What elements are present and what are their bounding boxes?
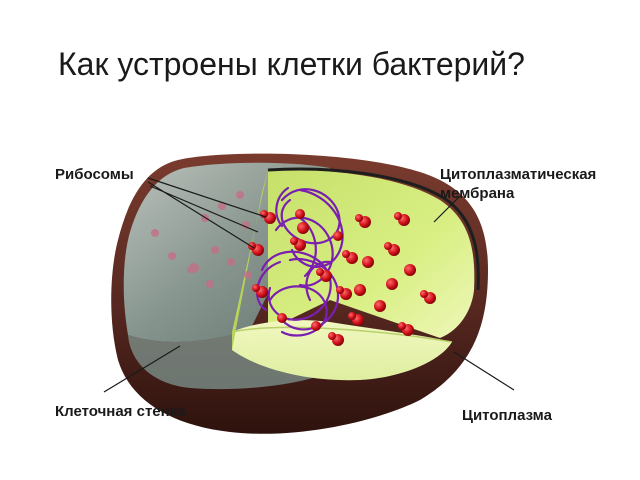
- label-membrane-line1: Цитоплазматическая: [440, 166, 597, 183]
- label-membrane-line2: мембрана: [440, 185, 515, 202]
- label-ribosomes: Рибосомы: [55, 166, 134, 183]
- label-membrane: Цитоплазматическая мембрана: [440, 165, 596, 203]
- capsule-glass-front: [128, 330, 330, 390]
- label-cell-wall: Клеточная стенка: [55, 403, 186, 420]
- leader-lines: [103, 177, 515, 393]
- membrane-edge: [267, 167, 480, 291]
- leader-membrane: [433, 195, 461, 223]
- ribosomes-group: [248, 209, 436, 346]
- leader-ribosomes-3: [149, 185, 259, 233]
- label-cytoplasm: Цитоплазма: [462, 407, 552, 424]
- leader-cell-wall: [103, 345, 181, 393]
- faded-ribosomes: [151, 191, 252, 288]
- leader-ribosomes-1: [147, 177, 267, 218]
- page-title: Как устроены клетки бактерий?: [58, 46, 525, 82]
- leader-cytoplasm: [453, 351, 515, 391]
- dna-nucleoid: [256, 186, 344, 337]
